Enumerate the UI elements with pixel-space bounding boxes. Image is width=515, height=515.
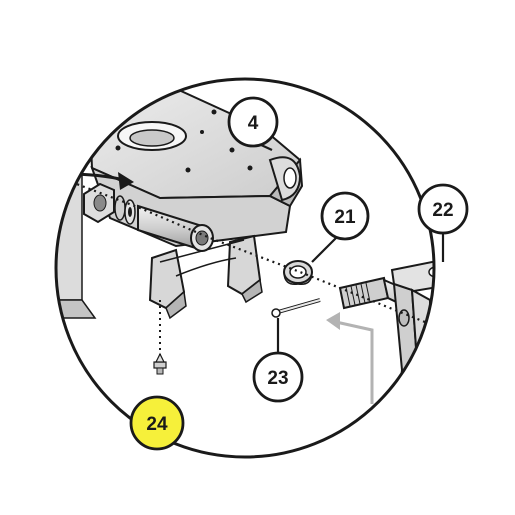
callout-label-22: 22 [432,200,453,221]
callout-part-21: 21 [320,191,370,241]
callout-part-4: 4 [227,96,279,148]
callout-label-4: 4 [248,113,259,134]
callout-part-22: 22 [417,183,469,235]
callout-label-21: 21 [334,207,356,228]
gray-pointer-arrow [326,312,374,404]
cotter-pin-part-23 [271,298,321,318]
detail-view [56,84,434,404]
detail-circle-outline [54,77,436,459]
callout-label-23: 23 [267,368,288,389]
grease-fitting-part-24 [153,352,167,375]
pivot-shaft [137,204,214,252]
pivot-lugs [148,234,263,320]
bushing-part-21 [283,260,313,285]
nut-washer-stack [83,182,136,225]
callout-part-23: 23 [252,351,304,403]
callout-part-24-highlighted: 24 [129,395,185,451]
callout-label-24: 24 [146,414,168,435]
